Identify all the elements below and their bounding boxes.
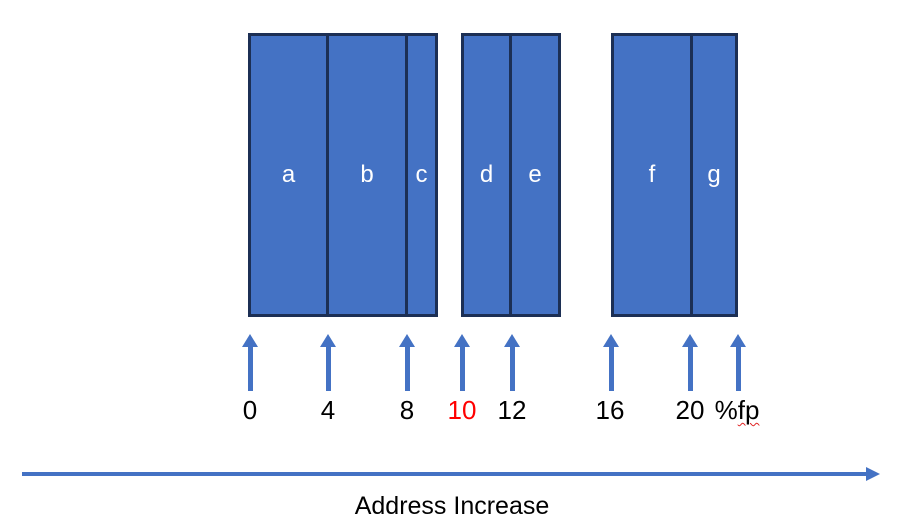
address-increase-arrow-icon — [22, 467, 880, 481]
block-label-f: f — [648, 161, 656, 188]
arrowhead — [504, 334, 520, 347]
arrow-shaft — [325, 347, 331, 391]
address-increase-label: Address Increase — [354, 492, 550, 520]
arrow-shaft — [687, 347, 693, 391]
arrowhead — [399, 334, 415, 347]
up-arrow-icon — [320, 334, 336, 391]
memory-block-group-abc: a b c — [248, 33, 438, 317]
arrowhead — [682, 334, 698, 347]
address-tick-label-8: 8 — [399, 395, 415, 425]
percent-sign: % — [714, 395, 738, 425]
up-arrow-icon — [242, 334, 258, 391]
address-tick-label-12: 12 — [497, 395, 527, 425]
up-arrow-icon — [504, 334, 520, 391]
address-tick-label-16: 16 — [595, 395, 625, 425]
memory-block-d: d — [464, 36, 509, 314]
arrowhead — [603, 334, 619, 347]
address-tick-label-20: 20 — [675, 395, 705, 425]
block-label-c: c — [415, 161, 428, 188]
up-arrow-icon — [682, 334, 698, 391]
memory-block-group-de: d e — [461, 33, 561, 317]
address-tick-label-0: 0 — [242, 395, 258, 425]
address-tick-label-10: 10 — [447, 395, 477, 425]
arrow-shaft — [735, 347, 741, 391]
address-tick-label-fp: %fp — [697, 395, 777, 425]
block-label-d: d — [479, 161, 494, 188]
arrow-shaft — [509, 347, 515, 391]
block-label-g: g — [707, 161, 721, 188]
up-arrow-icon — [399, 334, 415, 391]
arrowhead — [730, 334, 746, 347]
memory-block-group-fg: f g — [611, 33, 738, 317]
memory-block-g: g — [690, 36, 735, 314]
memory-block-f: f — [614, 36, 690, 314]
memory-block-e: e — [509, 36, 558, 314]
arrowhead-right — [866, 467, 880, 481]
fp-register-text: fp — [737, 395, 760, 425]
memory-block-a: a — [251, 36, 326, 314]
up-arrow-icon — [603, 334, 619, 391]
arrow-shaft — [459, 347, 465, 391]
arrowhead — [320, 334, 336, 347]
arrowhead — [454, 334, 470, 347]
address-tick-label-4: 4 — [320, 395, 336, 425]
block-label-e: e — [528, 161, 542, 188]
arrowhead — [242, 334, 258, 347]
block-label-b: b — [360, 161, 374, 188]
arrow-shaft — [247, 347, 253, 391]
arrow-shaft — [608, 347, 614, 391]
memory-block-b: b — [326, 36, 405, 314]
arrow-line — [22, 472, 866, 476]
up-arrow-icon — [454, 334, 470, 391]
block-label-a: a — [281, 161, 296, 188]
arrow-shaft — [404, 347, 410, 391]
up-arrow-icon — [730, 334, 746, 391]
memory-block-c: c — [405, 36, 435, 314]
